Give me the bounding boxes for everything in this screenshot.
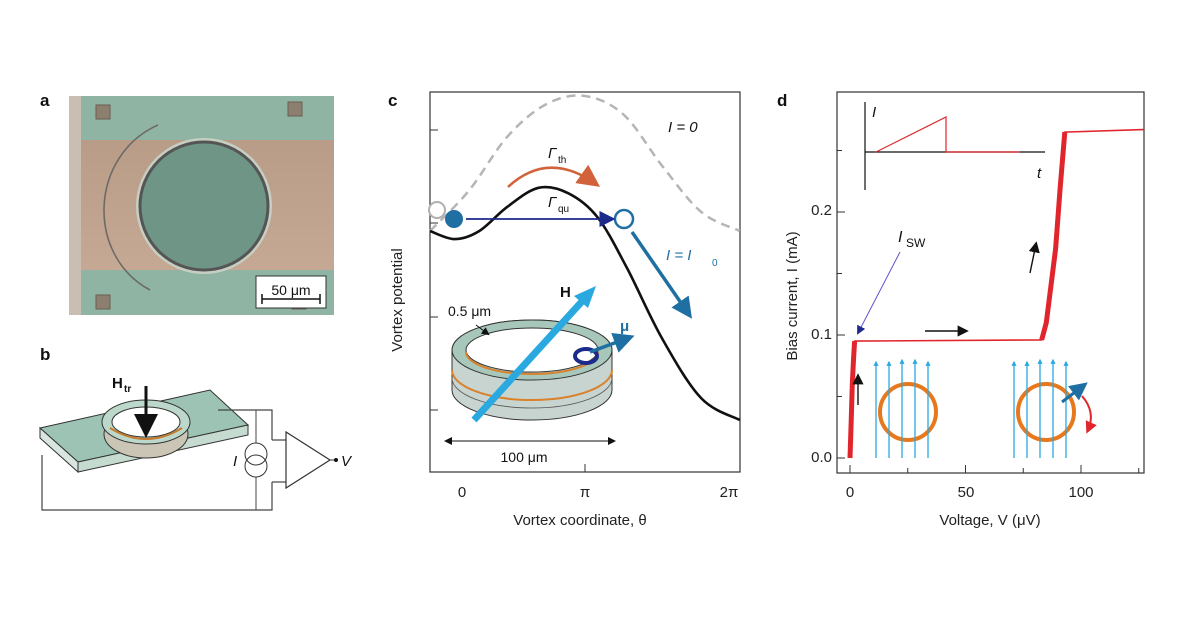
d-ytick-2: 0.2 bbox=[811, 202, 832, 219]
c-xtick-0: 0 bbox=[458, 484, 466, 501]
curve-label-bias: I = I bbox=[666, 247, 691, 264]
panel-d-chart: 0 50 100 0.0 0.1 0.2 Voltage, V (μV) Bia… bbox=[784, 91, 1145, 529]
inset-moment-label: μ bbox=[620, 318, 629, 335]
iv-curve-superconducting-branch bbox=[847, 340, 858, 459]
c-xtick-2: 2π bbox=[720, 484, 739, 501]
rate-quantum: Γ bbox=[548, 194, 558, 211]
rate-quantum-sub: qu bbox=[558, 204, 569, 215]
curve-label-bias-sub: 0 bbox=[712, 258, 718, 269]
d-ylabel: Bias current, I (mA) bbox=[784, 231, 801, 360]
isw-pointer bbox=[857, 251, 901, 335]
d-ytick-1: 0.1 bbox=[811, 326, 832, 343]
moment-arrow bbox=[589, 332, 635, 354]
inset-thickness-label: 0.5 μm bbox=[448, 303, 491, 319]
d-ytick-0: 0.0 bbox=[811, 449, 832, 466]
thermal-activation-arrow bbox=[507, 164, 601, 188]
panel-a-micrograph: 50 μm bbox=[69, 96, 334, 315]
potential-curve-zero-bias bbox=[429, 94, 741, 233]
panel-c-letter: c bbox=[388, 91, 398, 110]
rate-thermal-sub: th bbox=[558, 155, 566, 166]
c-xlabel: Vortex coordinate, θ bbox=[513, 512, 646, 529]
scale-bar-label: 50 μm bbox=[271, 282, 310, 298]
current-ramp-inset: I t bbox=[864, 102, 1045, 190]
curve-label-zero: I = 0 bbox=[668, 119, 698, 136]
escape-arrow bbox=[630, 231, 692, 319]
panel-b-schematic: H tr I V bbox=[38, 375, 353, 511]
flux-sketch-trapped bbox=[873, 358, 938, 458]
current-source-label: I bbox=[233, 453, 237, 470]
panel-d-letter: d bbox=[777, 91, 788, 110]
voltage-label: V bbox=[341, 453, 353, 470]
panel-b-letter: b bbox=[40, 345, 51, 364]
ring-inset: H μ 0.5 μm 100 μm bbox=[444, 284, 635, 465]
field-h-label: H bbox=[112, 375, 123, 392]
d-xtick-0: 0 bbox=[846, 484, 854, 501]
iv-curve-resistive-branch bbox=[1039, 131, 1068, 341]
isw-label: I bbox=[898, 229, 903, 246]
inset-i-axis: I bbox=[872, 104, 876, 121]
vortex-particle bbox=[445, 210, 463, 228]
d-xlabel: Voltage, V (μV) bbox=[939, 512, 1040, 529]
inset-field-label: H bbox=[560, 284, 571, 301]
c-ylabel: Vortex potential bbox=[389, 248, 406, 351]
initial-state-ghost bbox=[428, 201, 446, 219]
panel-a-letter: a bbox=[40, 91, 50, 110]
flux-sketch-escaped bbox=[1011, 358, 1097, 458]
isw-label-sub: SW bbox=[906, 236, 926, 250]
panel-c-chart: 0 π 2π Vortex coordinate, θ Vortex poten… bbox=[389, 91, 741, 529]
d-xtick-2: 100 bbox=[1068, 484, 1093, 501]
escaped-state bbox=[613, 208, 635, 230]
field-h-arrow bbox=[471, 294, 589, 423]
d-xtick-1: 50 bbox=[958, 484, 975, 501]
rate-thermal: Γ bbox=[548, 145, 558, 162]
iv-curve bbox=[849, 128, 1144, 459]
c-xtick-1: π bbox=[580, 484, 590, 501]
potential-curve-biased bbox=[429, 185, 741, 422]
inset-t-axis: t bbox=[1037, 165, 1042, 182]
field-h-sub: tr bbox=[124, 384, 131, 395]
inset-diameter-label: 100 μm bbox=[501, 449, 548, 465]
